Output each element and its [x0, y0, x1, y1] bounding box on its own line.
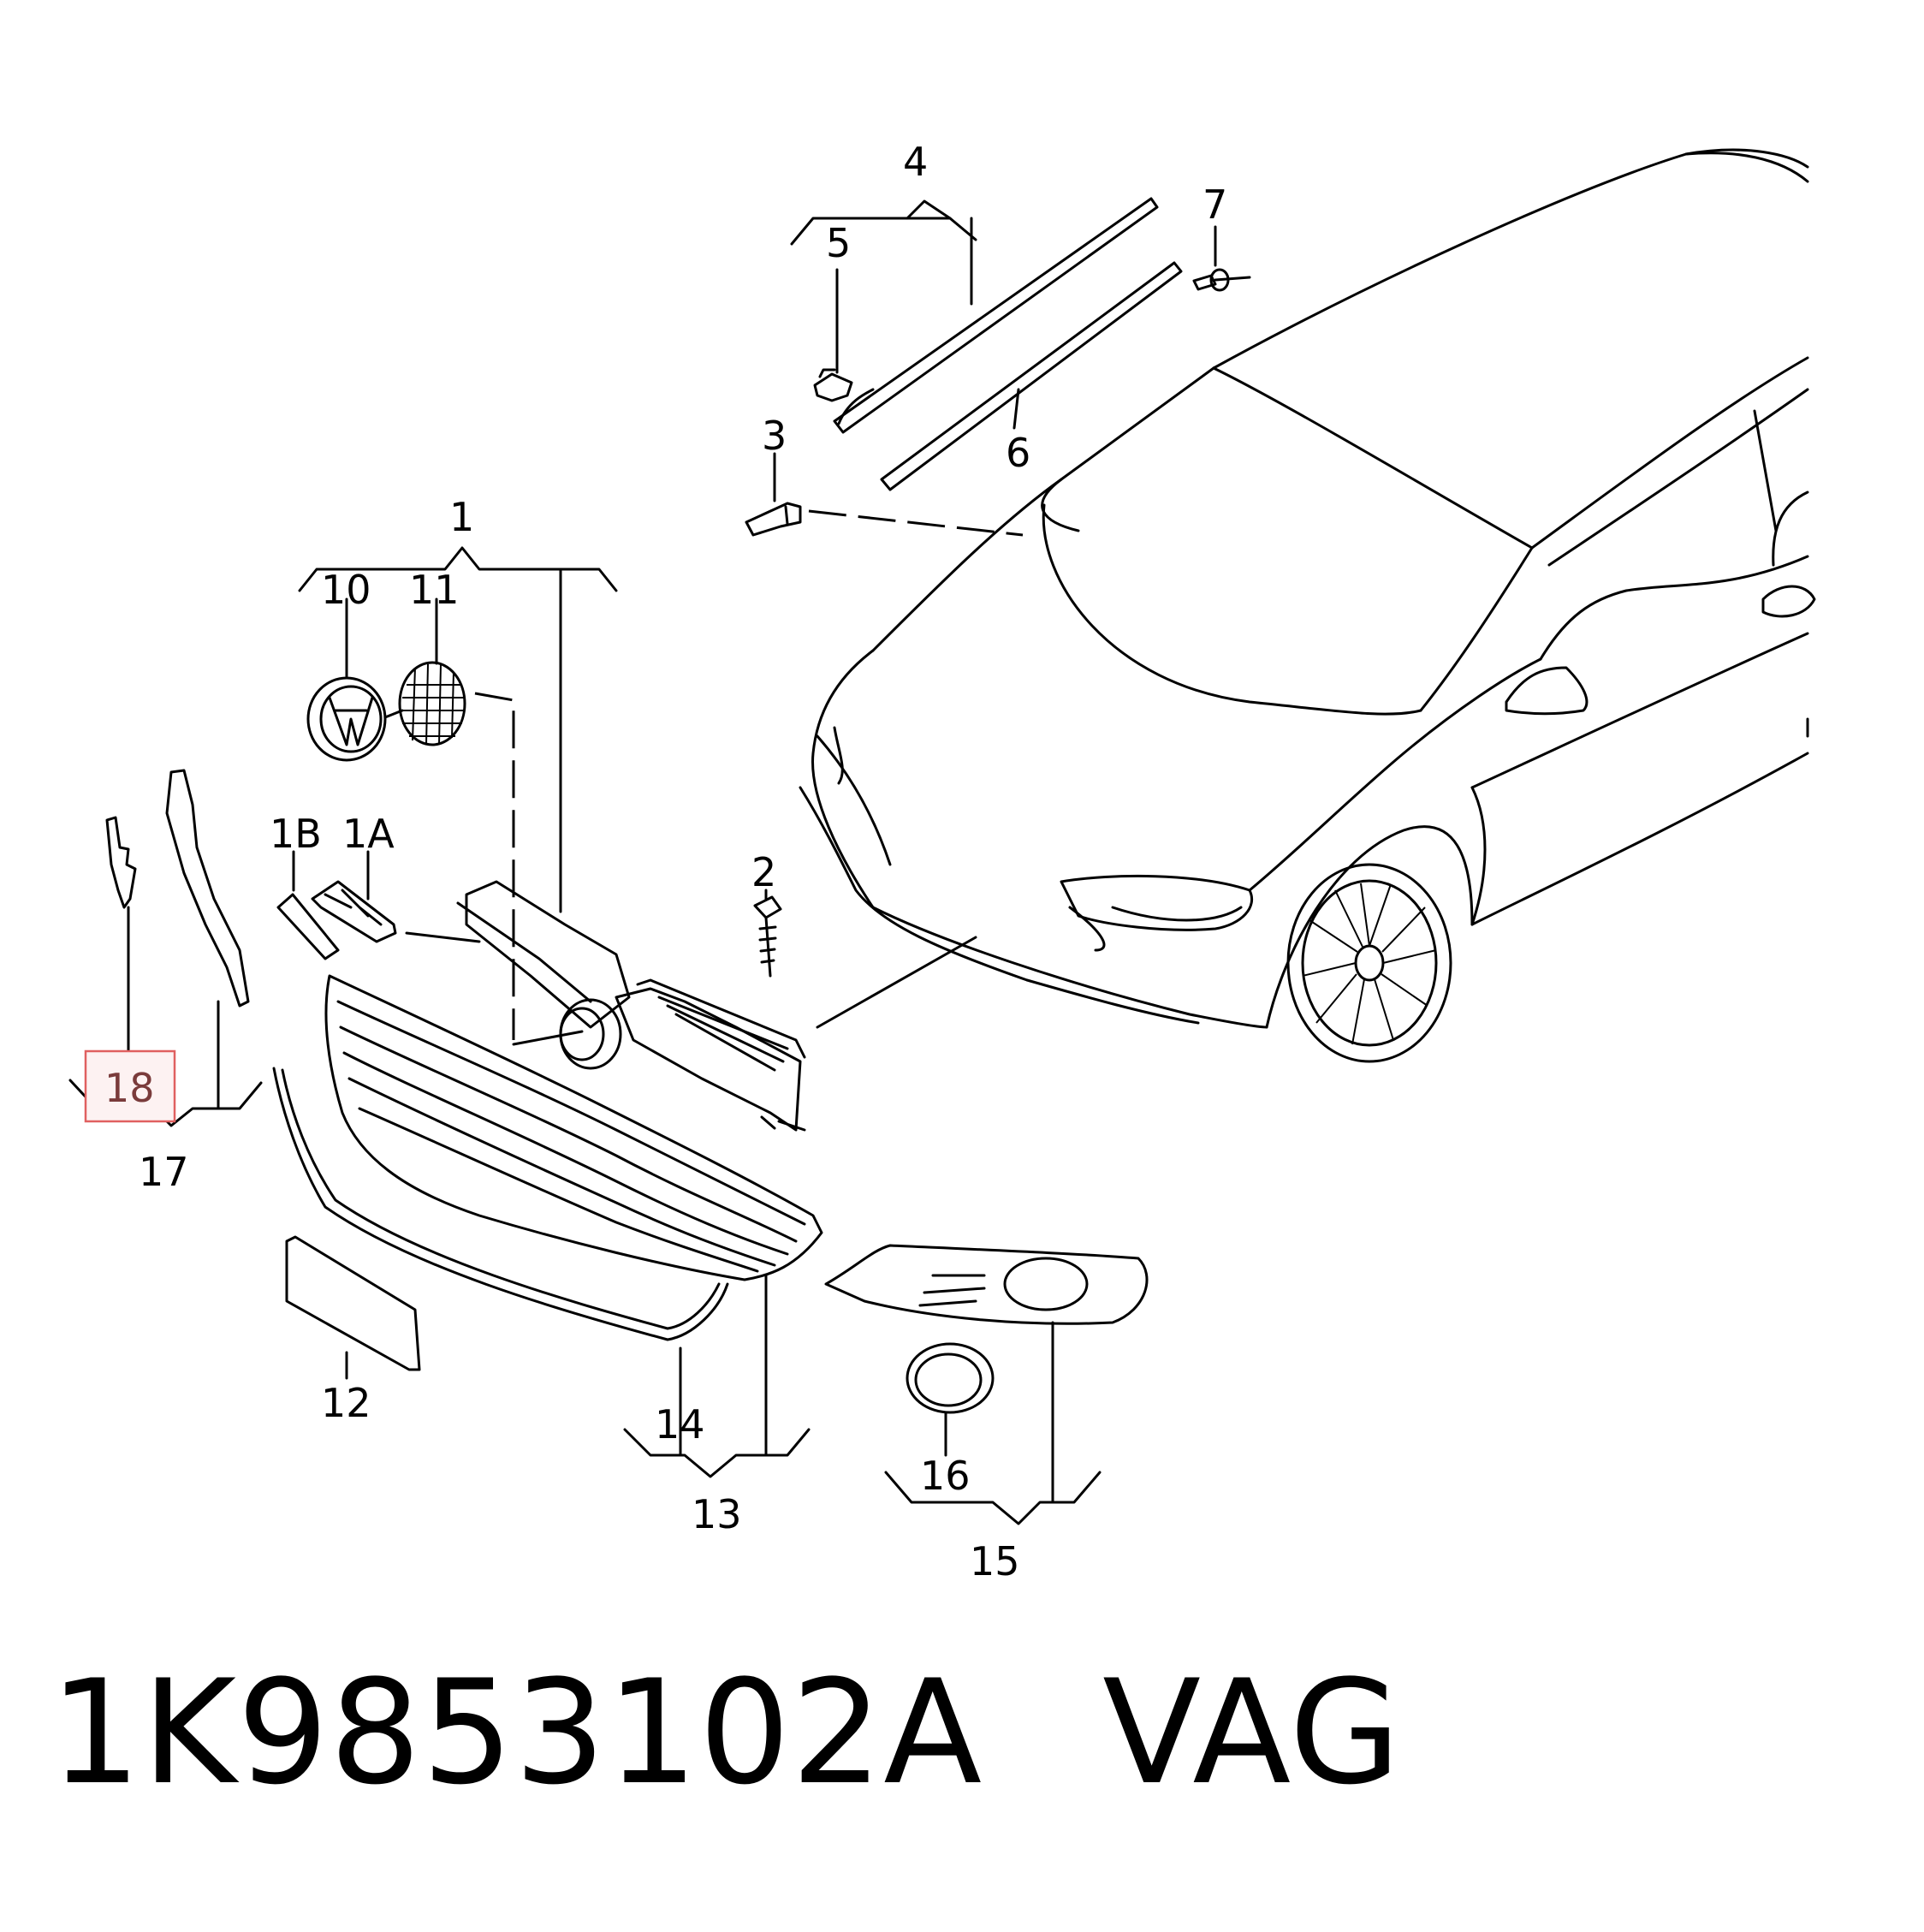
leader-lines: [68, 199, 1217, 1525]
callout-13: 13: [692, 1491, 742, 1537]
callout-3: 3: [762, 413, 787, 459]
part-trim-14: [272, 1067, 729, 1341]
part-mesh-11: [398, 661, 466, 746]
part-trim-strip-lower: [880, 261, 1183, 491]
part-strip-17: [165, 769, 250, 1008]
callout-1A: 1A: [342, 811, 395, 857]
callout-11: 11: [409, 567, 460, 613]
part-strip-18: [105, 816, 137, 909]
callout-2: 2: [751, 849, 776, 895]
callout-6: 6: [1006, 430, 1030, 476]
part-bracket-3: [745, 502, 802, 537]
part-ring-16: [906, 1342, 995, 1414]
front-wheel: [1286, 863, 1452, 1063]
callout-17: 17: [139, 1149, 189, 1195]
part-lower-grille: [324, 974, 823, 1281]
callout-4: 4: [903, 139, 928, 185]
part-number: 1K9853102A: [50, 1649, 983, 1816]
dashed-leaders: [474, 509, 1024, 1040]
callout-1B: 1B: [270, 811, 322, 857]
callout-18: 18: [104, 1065, 155, 1111]
callout-16: 16: [920, 1453, 971, 1499]
callout-12: 12: [321, 1380, 371, 1426]
callout-5: 5: [826, 220, 851, 266]
part-plate-12: [285, 1235, 421, 1371]
part-1B-strip: [276, 893, 340, 960]
callout-1: 1: [449, 494, 474, 540]
callout-14: 14: [655, 1401, 705, 1448]
callout-7: 7: [1202, 181, 1227, 228]
callout-labels: 4 5 6 7 3 1 10 11 1B 1A 2 12 14 13 16 15…: [84, 139, 1227, 1584]
part-screw-2: [753, 895, 782, 978]
brand-label: VAG: [1102, 1649, 1402, 1816]
car-outline: [799, 148, 1816, 1029]
part-clip-5: [813, 368, 853, 402]
part-fog-cover-15: [824, 1244, 1149, 1325]
callout-10: 10: [321, 567, 371, 613]
part-rivet-7: [1192, 268, 1251, 292]
part-grille-upper: [456, 880, 806, 1132]
part-badge-10: [306, 676, 387, 762]
part-trim-strip-upper: [833, 197, 1159, 434]
highlight-box: [84, 1049, 176, 1123]
part-1A-bracket: [311, 880, 397, 943]
callout-15: 15: [970, 1538, 1020, 1584]
